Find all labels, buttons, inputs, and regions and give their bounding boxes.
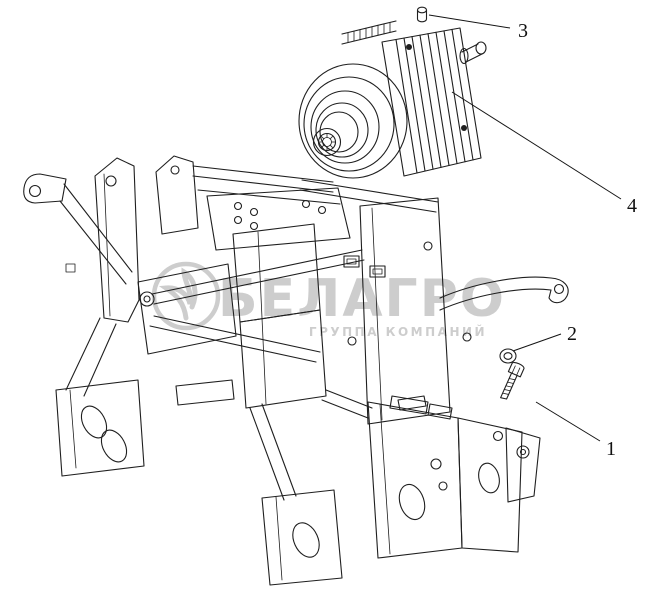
watermark-subtitle-text: ГРУППА КОМПАНИЙ (309, 324, 487, 339)
frame-center-foot (249, 403, 343, 586)
leader-line-2 (512, 333, 562, 352)
callouts: 3 4 2 1 (428, 14, 637, 460)
callout-2: 2 (567, 323, 577, 345)
filler-plug-dot (406, 44, 412, 50)
watermark-brand-text: БЕЛАГРО (218, 269, 506, 329)
frame-right-arm (439, 276, 569, 342)
frame-lower-right-bracket (321, 389, 541, 559)
frame-holed-plate (206, 187, 351, 251)
frame-assembly (23, 155, 569, 586)
watermark-leaf-icon (158, 267, 198, 321)
leader-line-1 (535, 401, 601, 442)
hex-bolt (500, 361, 525, 400)
watermark: БЕЛАГРО ГРУППА КОМПАНИЙ (151, 261, 506, 339)
leader-line-3 (428, 14, 511, 29)
frame-right-plate (359, 197, 451, 425)
callout-1: 1 (606, 438, 616, 460)
frame-top-crossmembers (155, 155, 439, 235)
gearbox (298, 20, 487, 179)
gearbox-output-shaft (312, 127, 342, 157)
frame-central-tower (232, 223, 386, 409)
gearbox-side-shaft (459, 41, 487, 65)
plug-pin (416, 6, 428, 23)
frame-left-foot (55, 317, 235, 477)
leader-line-4 (451, 91, 622, 200)
washer (499, 348, 517, 364)
frame-upper-left-ear (23, 173, 133, 285)
callout-3: 3 (518, 20, 528, 42)
frame-left-upright (94, 157, 140, 323)
watermark-logo-icon (151, 261, 221, 331)
gearbox-bell-housing (298, 63, 408, 179)
frame-braces (137, 249, 365, 363)
gearbox-fin-block (341, 20, 482, 177)
drain-plug-dot (461, 125, 467, 131)
callout-4: 4 (627, 195, 637, 217)
